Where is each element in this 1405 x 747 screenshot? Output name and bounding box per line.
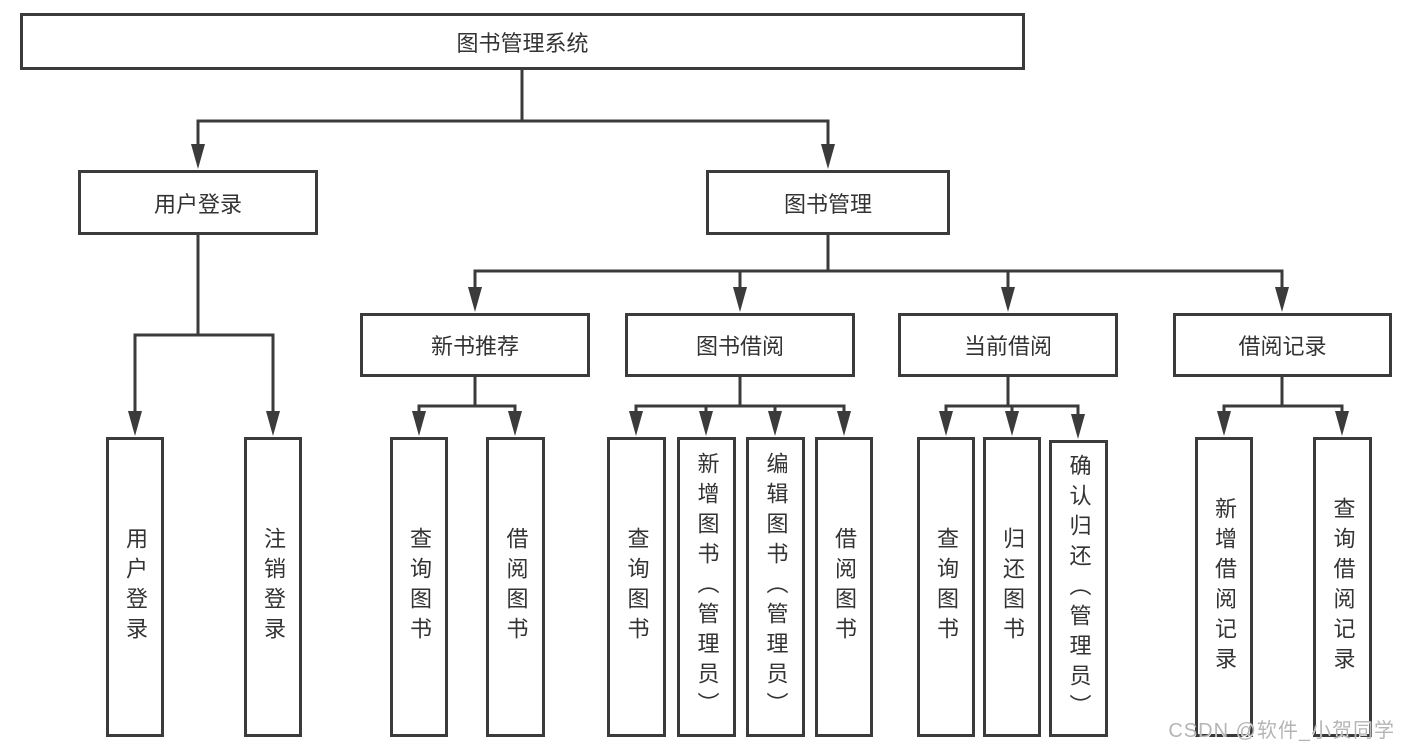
leaf-search-book-2: 查询图书 bbox=[607, 437, 666, 737]
node-new-book-recommend: 新书推荐 bbox=[360, 313, 590, 377]
node-label: 查询图书 bbox=[934, 527, 959, 647]
node-current-borrow: 当前借阅 bbox=[898, 313, 1118, 377]
node-label: 查询借阅记录 bbox=[1330, 497, 1356, 677]
node-book-borrow: 图书借阅 bbox=[625, 313, 855, 377]
leaf-add-book-admin: 新增图书（管理员） bbox=[677, 437, 736, 737]
node-label: 新增借阅记录 bbox=[1212, 497, 1237, 677]
arrowhead-icon bbox=[939, 411, 953, 436]
leaf-edit-book-admin: 编辑图书（管理员） bbox=[746, 437, 805, 737]
leaf-confirm-return-admin: 确认归还（管理员） bbox=[1049, 440, 1108, 737]
arrowhead-icon bbox=[699, 411, 713, 436]
node-label: 确认归还（管理员） bbox=[1066, 453, 1092, 724]
leaf-user-login: 用户登录 bbox=[106, 437, 164, 737]
leaf-return-book: 归还图书 bbox=[983, 437, 1041, 737]
arrowhead-icon bbox=[266, 411, 280, 436]
node-root: 图书管理系统 bbox=[20, 13, 1025, 70]
arrowhead-icon bbox=[837, 411, 851, 436]
node-label: 图书借阅 bbox=[695, 334, 784, 359]
node-label: 注销登录 bbox=[261, 527, 286, 647]
node-label: 图书管理 bbox=[783, 191, 872, 217]
node-label: 当前借阅 bbox=[963, 334, 1052, 359]
arrowhead-icon bbox=[412, 411, 426, 436]
arrowhead-icon bbox=[128, 411, 142, 436]
leaf-search-borrow-record: 查询借阅记录 bbox=[1313, 437, 1372, 737]
arrowhead-icon bbox=[1335, 411, 1349, 436]
arrowhead-icon bbox=[1217, 411, 1231, 436]
node-label: 查询图书 bbox=[624, 527, 650, 647]
arrowhead-icon bbox=[468, 287, 482, 312]
arrowhead-icon bbox=[733, 287, 747, 312]
leaf-borrow-book-1: 借阅图书 bbox=[486, 437, 545, 737]
arrowhead-icon bbox=[768, 411, 782, 436]
leaf-borrow-book-2: 借阅图书 bbox=[815, 437, 873, 737]
arrowhead-icon bbox=[821, 144, 835, 169]
node-label: 新增图书（管理员） bbox=[694, 452, 720, 722]
node-label: 借阅图书 bbox=[503, 527, 529, 647]
arrowhead-icon bbox=[629, 411, 643, 436]
node-label: 借阅图书 bbox=[832, 527, 857, 647]
node-label: 用户登录 bbox=[123, 527, 148, 647]
node-label: 新书推荐 bbox=[430, 334, 519, 359]
node-user-login: 用户登录 bbox=[78, 170, 318, 235]
arrowhead-icon bbox=[1071, 414, 1085, 439]
arrowhead-icon bbox=[508, 411, 522, 436]
arrowhead-icon bbox=[1005, 411, 1019, 436]
node-label: 编辑图书（管理员） bbox=[763, 452, 789, 722]
arrowhead-icon bbox=[191, 144, 205, 169]
arrowhead-icon bbox=[1275, 287, 1289, 312]
leaf-search-book-1: 查询图书 bbox=[390, 437, 448, 737]
leaf-logout: 注销登录 bbox=[244, 437, 302, 737]
node-borrow-records: 借阅记录 bbox=[1173, 313, 1392, 377]
leaf-add-borrow-record: 新增借阅记录 bbox=[1195, 437, 1253, 737]
node-label: 用户登录 bbox=[153, 191, 242, 217]
node-label: 借阅记录 bbox=[1238, 334, 1327, 359]
node-label: 归还图书 bbox=[1000, 527, 1025, 647]
node-label: 图书管理系统 bbox=[456, 30, 589, 56]
node-label: 查询图书 bbox=[407, 527, 432, 647]
node-book-management: 图书管理 bbox=[706, 170, 950, 235]
arrowhead-icon bbox=[1001, 287, 1015, 312]
csdn-watermark: CSDN @软件_小贺同学 bbox=[1168, 720, 1395, 742]
leaf-search-book-3: 查询图书 bbox=[917, 437, 975, 737]
